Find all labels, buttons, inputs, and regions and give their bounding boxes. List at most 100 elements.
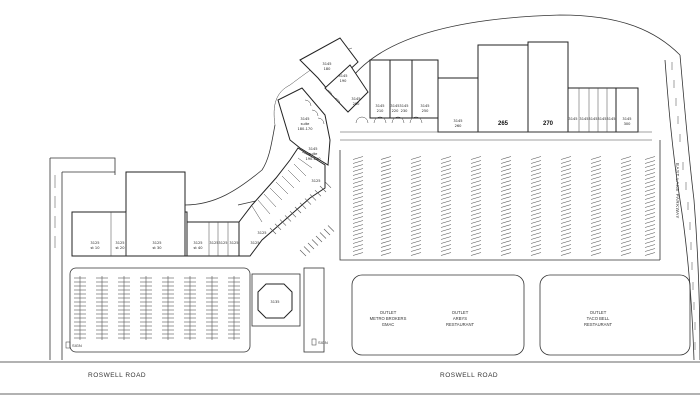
parking-stall xyxy=(440,180,452,184)
unit-label: st 20 xyxy=(116,246,126,250)
parking-stall xyxy=(470,216,482,220)
parking-stall xyxy=(410,244,422,248)
parking-stall xyxy=(590,252,602,256)
outparcel-2-line3: RESTAURANT xyxy=(446,322,475,327)
parking-stall xyxy=(560,204,572,208)
parking-stall xyxy=(352,168,364,172)
east-lake-parkway-edge-1 xyxy=(664,59,695,361)
parking-stall xyxy=(352,224,364,228)
parking-stall xyxy=(560,248,572,252)
parking-stall xyxy=(644,208,656,212)
parking-stall xyxy=(530,208,542,212)
parking-stall xyxy=(352,204,364,208)
parking-stall xyxy=(644,172,656,176)
sign-label-east: SIGN xyxy=(318,340,328,345)
parking-stall xyxy=(274,223,282,231)
unit-label: 3125 xyxy=(257,231,266,235)
parking-stall xyxy=(500,228,512,232)
parking-stall xyxy=(500,200,512,204)
parking-stall xyxy=(440,232,452,236)
parking-stall xyxy=(380,184,392,188)
west-parking-stalls xyxy=(74,276,240,340)
parking-stall xyxy=(470,184,482,188)
outparcel-taco-bell-lot xyxy=(539,274,691,356)
parking-stall xyxy=(644,228,656,232)
parking-stall xyxy=(560,180,572,184)
parking-stall xyxy=(644,184,656,188)
parking-stall xyxy=(470,196,482,200)
parking-stall xyxy=(440,168,452,172)
parking-stall xyxy=(500,184,512,188)
parking-stall xyxy=(620,224,632,228)
parking-stall xyxy=(410,248,422,252)
unit-label: 3145 xyxy=(399,104,408,108)
parking-stall xyxy=(560,220,572,224)
unit-label: 210 xyxy=(377,109,385,113)
parking-stall xyxy=(590,216,602,220)
parking-stall xyxy=(590,232,602,236)
parking-stall xyxy=(440,200,452,204)
parking-stall xyxy=(352,188,364,192)
parking-stall xyxy=(590,204,602,208)
parking-stall xyxy=(352,240,364,244)
parking-stall xyxy=(269,227,277,235)
parking-stall xyxy=(303,246,311,253)
parking-stall xyxy=(560,232,572,236)
parking-stall xyxy=(620,192,632,196)
parking-stall xyxy=(644,180,656,184)
parking-stall xyxy=(560,172,572,176)
parking-stall xyxy=(620,212,632,216)
parking-stall xyxy=(530,236,542,240)
parking-stall xyxy=(644,248,656,252)
parking-stall xyxy=(352,216,364,220)
parking-stall xyxy=(380,208,392,212)
parking-stall xyxy=(314,189,322,197)
parking-stall xyxy=(560,156,572,160)
parking-stall xyxy=(620,204,632,208)
parking-stall xyxy=(620,200,632,204)
property-boundary xyxy=(49,14,681,262)
parking-stall xyxy=(620,244,632,248)
unit-label: 230 xyxy=(401,109,409,113)
parking-stall xyxy=(279,219,287,226)
unit-label: 250 xyxy=(422,109,430,113)
parking-stall xyxy=(470,168,482,172)
parking-stall xyxy=(560,224,572,228)
parking-stall xyxy=(530,216,542,220)
parking-stall xyxy=(500,252,512,256)
outparcel-3-line3: RESTAURANT xyxy=(584,322,613,327)
parking-stall xyxy=(560,184,572,188)
parking-stall xyxy=(380,216,392,220)
east-parking-stalls xyxy=(352,156,656,256)
unit-label: 3145 xyxy=(351,97,360,101)
parking-stall xyxy=(500,240,512,244)
unit-label: 180 xyxy=(324,67,332,71)
unit-265-label: 265 xyxy=(498,121,509,127)
parking-stall xyxy=(560,168,572,172)
parking-stall xyxy=(440,248,452,252)
parking-stall xyxy=(530,188,542,192)
parking-stall xyxy=(352,172,364,176)
unit-label: 3145 xyxy=(606,117,615,121)
parking-stall xyxy=(620,196,632,200)
parking-stall xyxy=(299,202,307,210)
parking-stall xyxy=(644,212,656,216)
parking-stall xyxy=(440,160,452,164)
unit-label: 3145 xyxy=(568,117,577,121)
parking-stall xyxy=(590,156,602,160)
parking-stall xyxy=(470,208,482,212)
unit-label: 3125 xyxy=(229,241,238,245)
west-anchor-building xyxy=(125,171,186,257)
parking-stall xyxy=(530,164,542,168)
upper-angled-building-2 xyxy=(324,64,369,113)
outparcel-1-line2: METRO BROKERS xyxy=(370,316,407,321)
parking-stall xyxy=(590,240,602,244)
parking-stall xyxy=(380,232,392,236)
parking-stall xyxy=(620,188,632,192)
parking-stall xyxy=(590,164,602,168)
parking-stall xyxy=(352,180,364,184)
parking-stall xyxy=(470,240,482,244)
parking-stall xyxy=(560,164,572,168)
kiosk-lot xyxy=(251,273,301,327)
left-access-drive xyxy=(49,240,63,360)
